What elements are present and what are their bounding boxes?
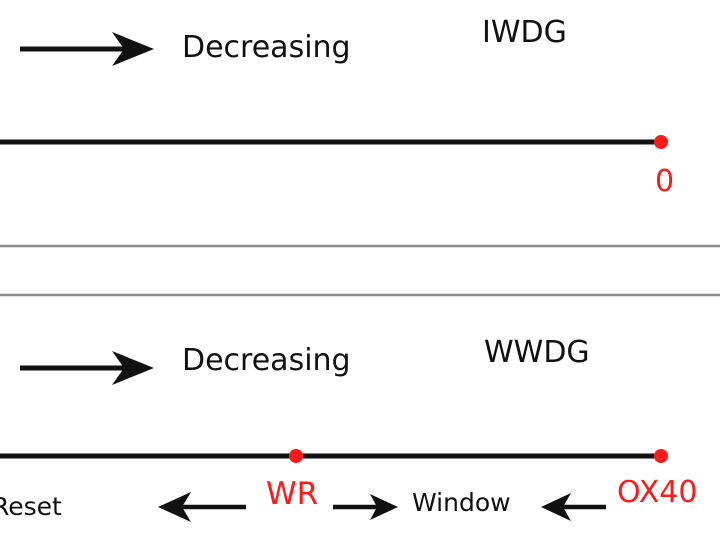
iwdg-panel: Decreasing IWDG 0 — [0, 15, 674, 199]
wwdg-direction-label: Decreasing — [182, 343, 351, 378]
wwdg-window-label: Window — [412, 488, 511, 517]
wwdg-reset-label: Reset — [0, 492, 62, 521]
wwdg-window-marker — [289, 449, 303, 463]
iwdg-end-marker-label: 0 — [655, 164, 674, 199]
reset-direction-arrow-icon — [158, 492, 246, 522]
iwdg-end-marker — [654, 135, 668, 149]
start-direction-arrow-icon — [541, 493, 606, 521]
wwdg-title: WWDG — [484, 335, 590, 370]
wwdg-start-marker-label: OX40 — [617, 475, 697, 510]
wwdg-window-marker-label: WR — [266, 476, 318, 512]
wwdg-start-marker — [654, 449, 668, 463]
wwdg-panel: Decreasing WWDG Reset WR Window OX40 — [0, 335, 697, 522]
iwdg-direction-label: Decreasing — [182, 30, 351, 65]
iwdg-decreasing-arrow-icon — [20, 32, 154, 66]
iwdg-title: IWDG — [482, 15, 567, 50]
window-direction-arrow-icon — [333, 494, 398, 520]
wwdg-decreasing-arrow-icon — [20, 351, 154, 385]
